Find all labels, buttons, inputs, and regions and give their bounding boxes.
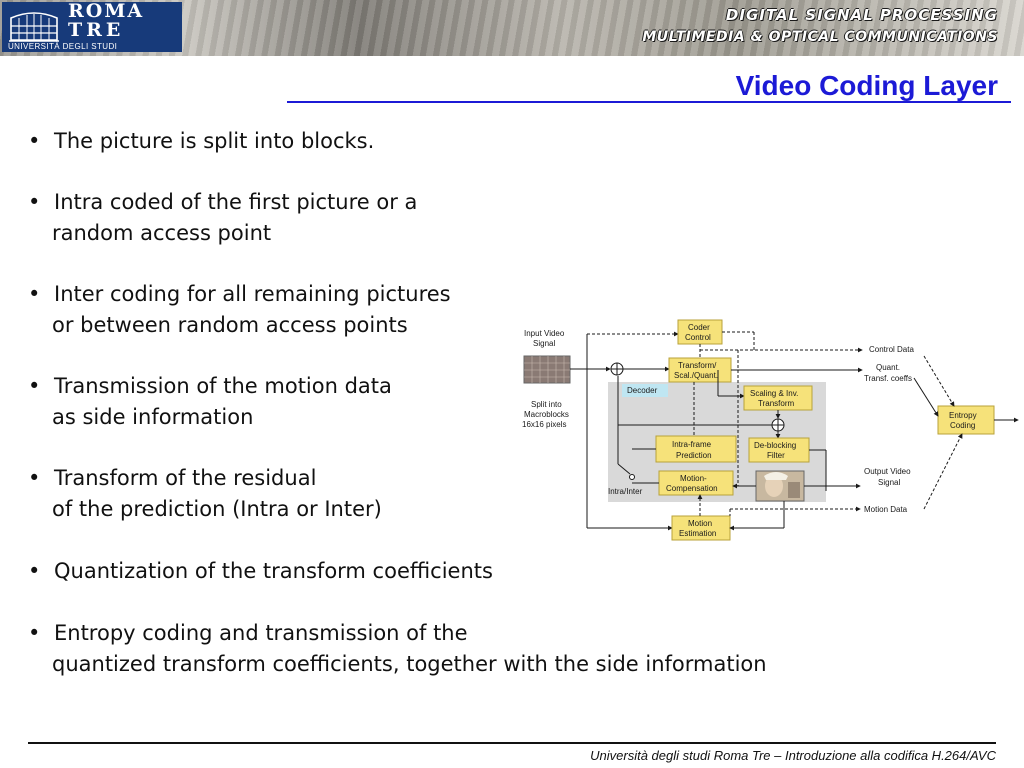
bullet-dot-icon: • [28,190,41,214]
bullet-item: • The picture is split into blocks. [28,126,374,157]
bullet-dot-icon: • [28,559,41,583]
footer-text: Università degli studi Roma Tre – Introd… [590,748,996,763]
header-banner: ROMA TRE UNIVERSITÀ DEGLI STUDI DIGITAL … [0,0,1024,56]
bullet-continuation: or between random access points [52,313,408,337]
motion-est-line-1: Motion [688,519,712,528]
slide-title: Video Coding Layer [735,70,998,101]
output-video-label-1: Output Video [864,467,911,476]
bullet-dot-icon: • [28,466,41,490]
bullet-item: • Intra coded of the first picture or a r… [28,187,417,249]
transform-line-1: Transform/ [678,361,717,370]
split-label-3: 16x16 pixels [522,420,566,429]
motion-compensation-block [658,470,734,496]
scaling-line-2: Transform [758,399,794,408]
entropy-line-1: Entropy [949,411,977,420]
entropy-line-2: Coding [950,421,975,430]
motion-est-line-2: Estimation [679,529,716,538]
deblocking-line-1: De-blocking [754,441,796,450]
bullet-text: Quantization of the transform coefficien… [54,559,493,583]
motion-estimation-block [671,515,731,541]
bullet-text: Transmission of the motion data [54,374,392,398]
bullet-dot-icon: • [28,129,41,153]
university-logo: ROMA TRE UNIVERSITÀ DEGLI STUDI [2,0,182,52]
decoder-label: Decoder [627,386,658,395]
encoder-block-diagram: Decoder Input Video Signal Split into Ma… [514,316,1024,548]
quant-label-1: Quant. [876,363,900,372]
bullet-item: • Quantization of the transform coefficie… [28,556,493,587]
motion-comp-line-1: Motion- [680,474,707,483]
title-underline [287,101,1011,103]
control-data-label: Control Data [869,345,914,354]
input-video-label-2: Signal [533,339,555,348]
bullet-continuation: quantized transform coefficients, togeth… [52,652,767,676]
bullet-item: • Transmission of the motion data as side… [28,371,392,433]
bullet-continuation: random access point [52,221,272,245]
bullet-item: • Transform of the residual of the predic… [28,463,382,525]
input-video-label-1: Input Video [524,329,565,338]
logo-roma-text: ROMA [68,0,145,22]
bullet-dot-icon: • [28,282,41,306]
input-frame-thumbnail [523,355,571,384]
bullet-continuation: of the prediction (Intra or Inter) [52,497,382,521]
split-label-1: Split into [531,400,562,409]
bullet-item: •Entropy coding and transmission of the … [28,618,767,680]
bullet-text: Entropy coding and transmission of the [54,621,468,645]
decoder-label-box [622,384,668,397]
banner-title-line-1: DIGITAL SIGNAL PROCESSING [725,6,998,24]
logo-university-text: UNIVERSITÀ DEGLI STUDI [8,42,118,51]
entropy-coding-block [937,405,995,435]
quant-label-2: Transf. coeffs [864,374,912,383]
scaling-line-1: Scaling & Inv. [750,389,798,398]
bullet-dot-icon: • [28,621,41,645]
logo-tre-text: TRE [68,19,125,41]
bullet-text: Intra coded of the first picture or a [54,190,418,214]
bullet-text: The picture is split into blocks. [54,129,375,153]
deblocking-filter-block [748,437,810,463]
bullet-continuation: as side information [52,405,254,429]
intra-inter-label: Intra/Inter [608,487,643,496]
coder-control-line-2: Control [685,333,711,342]
output-video-label-2: Signal [878,478,900,487]
intra-pred-line-2: Prediction [676,451,712,460]
bullet-text: Transform of the residual [54,466,317,490]
motion-comp-line-2: Compensation [666,484,718,493]
coder-control-line-1: Coder [688,323,710,332]
bullet-item: • Inter coding for all remaining pictures… [28,279,451,341]
scaling-inverse-block [743,385,813,411]
transform-line-2: Scal./Quant. [674,371,718,380]
intra-pred-line-1: Intra-frame [672,440,712,449]
motion-data-label: Motion Data [864,505,908,514]
transform-block [668,357,732,383]
bullet-dot-icon: • [28,374,41,398]
colosseum-icon [7,6,61,44]
footer-rule [28,742,996,744]
deblocking-line-2: Filter [767,451,785,460]
bullet-text: Inter coding for all remaining pictures [54,282,451,306]
encoder-diagram-svg: Decoder Input Video Signal Split into Ma… [522,319,1019,541]
banner-title-line-2: MULTIMEDIA & OPTICAL COMMUNICATIONS [642,29,998,45]
split-label-2: Macroblocks [524,410,569,419]
